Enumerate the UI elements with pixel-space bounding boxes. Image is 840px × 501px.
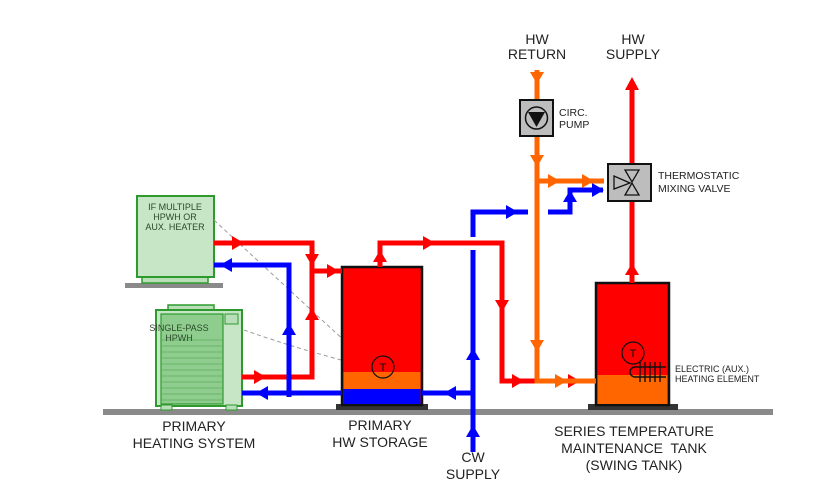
- primary-heating-label-1: PRIMARY: [162, 418, 226, 434]
- aux-heater-label-2: HPWH OR: [153, 212, 197, 222]
- circ-pump-label-1: CIRC.: [559, 107, 588, 119]
- thermostat-icon: [371, 355, 395, 379]
- cw-supply-label-2: SUPPLY: [446, 466, 501, 482]
- primary-heating-label-2: HEATING SYSTEM: [133, 435, 256, 451]
- primary-storage-tank: T: [336, 265, 428, 410]
- primary-storage-label-2: HW STORAGE: [332, 434, 427, 450]
- cw-supply-label-1: CW: [461, 449, 485, 465]
- hot-water-arrows: [232, 77, 639, 388]
- swing-tank-label-3: (SWING TANK): [586, 457, 683, 473]
- recirculation-arrows: [530, 72, 594, 388]
- hw-supply-label-1: HW: [621, 31, 645, 47]
- floor-line-upper: [125, 283, 223, 288]
- cold-water-arrows: [220, 183, 604, 437]
- heating-element-label-2: HEATING ELEMENT: [675, 374, 760, 384]
- heating-element-icon: [629, 362, 666, 382]
- aux-heater-unit: IF MULTIPLE HPWH OR AUX. HEATER: [136, 195, 215, 284]
- single-pass-label-1: SINGLE-PASS: [149, 323, 208, 333]
- single-pass-label-2: HPWH: [165, 333, 193, 343]
- mixing-valve-label-2: MIXING VALVE: [658, 183, 731, 195]
- thermostat-label: T: [380, 362, 387, 374]
- circ-pump-icon: [519, 99, 554, 137]
- hw-return-label-1: HW: [525, 31, 549, 47]
- heating-element-label-1: ELECTRIC (AUX.): [675, 364, 749, 374]
- floor-line: [103, 409, 773, 415]
- aux-heater-label-1: IF MULTIPLE: [148, 202, 202, 212]
- mixing-valve-label-1: THERMOSTATIC: [658, 170, 740, 182]
- swing-tank-label-2: MAINTENANCE TANK: [561, 440, 707, 456]
- swing-tank-label-1: SERIES TEMPERATURE: [554, 423, 714, 439]
- swing-tank: T: [588, 281, 678, 410]
- single-pass-hpwh-unit: SINGLE-PASS HPWH: [149, 304, 243, 411]
- hw-supply-label-2: SUPPLY: [606, 46, 661, 62]
- circ-pump-label-2: PUMP: [559, 119, 589, 131]
- mixing-valve-icon: [607, 163, 652, 202]
- thermostat-icon: [621, 341, 645, 365]
- aux-heater-label-3: AUX. HEATER: [145, 222, 205, 232]
- primary-storage-label-1: PRIMARY: [348, 417, 412, 433]
- hw-return-label-2: RETURN: [508, 46, 566, 62]
- thermostat-label: T: [630, 348, 637, 360]
